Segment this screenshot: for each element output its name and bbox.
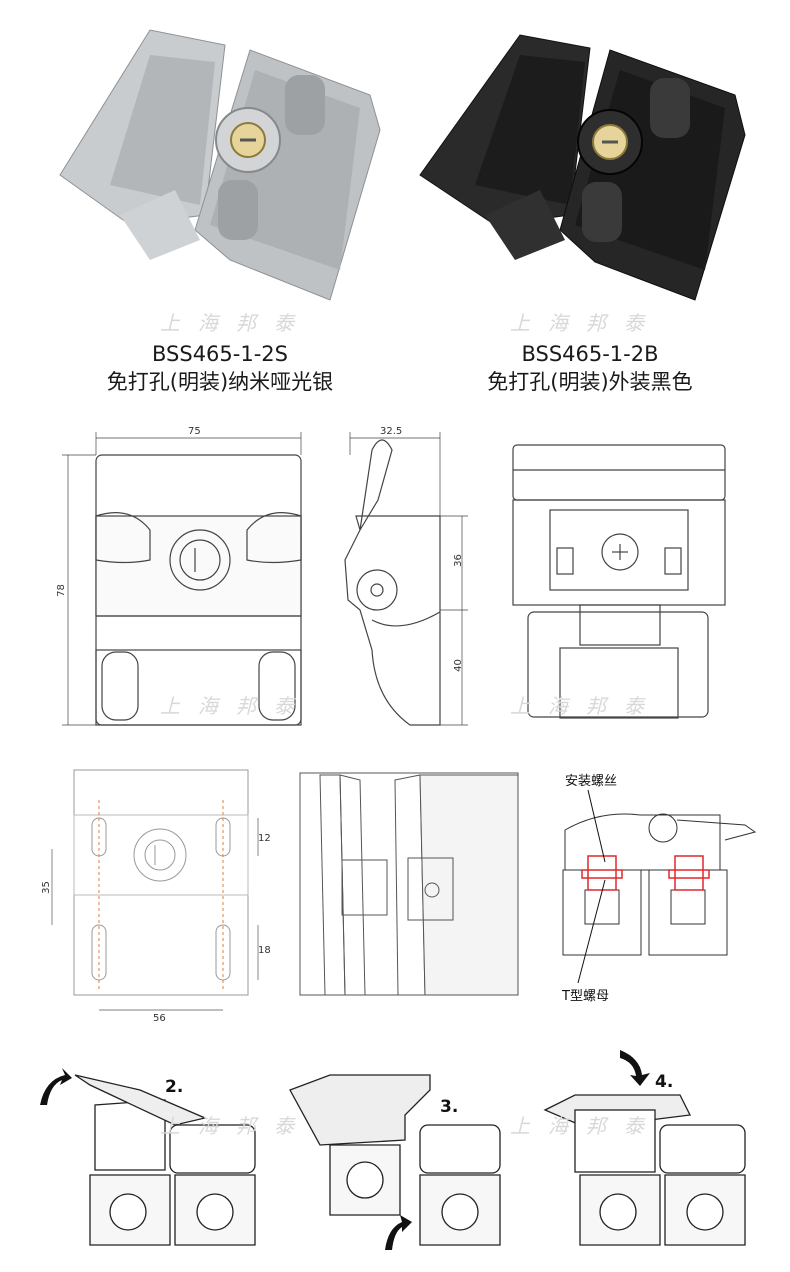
black-model: BSS465-1-2B [521,342,659,366]
front-width-dim: 75 [188,426,201,437]
mount-slot-b-dim: 18 [258,945,271,956]
step-3-drawing [289,1074,501,1246]
front-height-dim: 78 [55,584,67,597]
watermark-bottom-right: 上海邦泰 [510,1114,662,1138]
front-view-drawing [62,432,302,726]
watermark-bottom-left: 上海邦泰 [160,1114,312,1138]
watermark-mid-right: 上海邦泰 [510,694,662,718]
step-4-label: 4. [655,1072,674,1092]
back-view-drawing [512,444,726,719]
profile-cross-section [562,789,757,984]
watermark-left: 上海邦泰 [160,311,312,335]
step-3-label: 3. [440,1097,459,1117]
product-photos [59,29,746,301]
door-frame-view [299,772,519,996]
black-description: 免打孔(明装)外装黑色 [487,370,693,394]
arrow-icon-step3 [385,1215,412,1250]
side-lower-dim: 40 [452,659,464,672]
side-view-drawing [344,432,468,726]
silver-product-label: BSS465-1-2S 免打孔(明装)纳米哑光银 [50,340,390,396]
side-upper-dim: 36 [452,554,464,567]
mount-center-dim: 35 [40,881,52,894]
side-depth-dim: 32.5 [380,426,403,437]
silver-latch-photo [59,29,381,301]
nut-callout: T型螺母 [562,989,609,1004]
arrow-icon-step4 [620,1050,650,1086]
mount-slot-a-dim: 12 [258,833,271,844]
black-latch-photo [419,34,746,301]
black-product-label: BSS465-1-2B 免打孔(明装)外装黑色 [420,340,760,396]
watermark-mid-left: 上海邦泰 [160,694,312,718]
mount-hole-view [51,769,259,1011]
arrow-icon-step2 [40,1068,72,1105]
step-2-drawing [74,1074,256,1246]
watermark-right: 上海邦泰 [510,311,662,335]
mount-spacing-dim: 56 [153,1013,166,1024]
silver-model: BSS465-1-2S [152,342,288,366]
step-2-label: 2. [165,1077,184,1097]
silver-description: 免打孔(明装)纳米哑光银 [106,370,334,394]
screw-callout: 安装螺丝 [565,774,618,789]
